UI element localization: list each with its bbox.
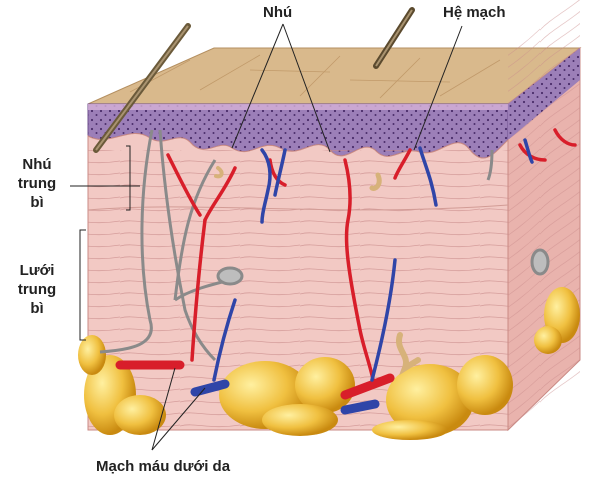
leader-lines [70, 23, 463, 451]
label-subcutaneous-vessels: Mạch máu dưới da [96, 458, 231, 475]
subcutaneous-fat [78, 287, 580, 440]
label-papilla: Nhú [263, 4, 293, 21]
arteries [115, 128, 577, 400]
veins [190, 138, 534, 415]
label-reticular-dermis: Lưới trung bì [17, 262, 57, 317]
nerve-fibers [99, 129, 550, 362]
hair-shafts [93, 7, 415, 153]
label-papillary-dermis: Nhú trung bì [17, 156, 57, 211]
label-vascular-system: Hệ mạch [443, 4, 506, 21]
